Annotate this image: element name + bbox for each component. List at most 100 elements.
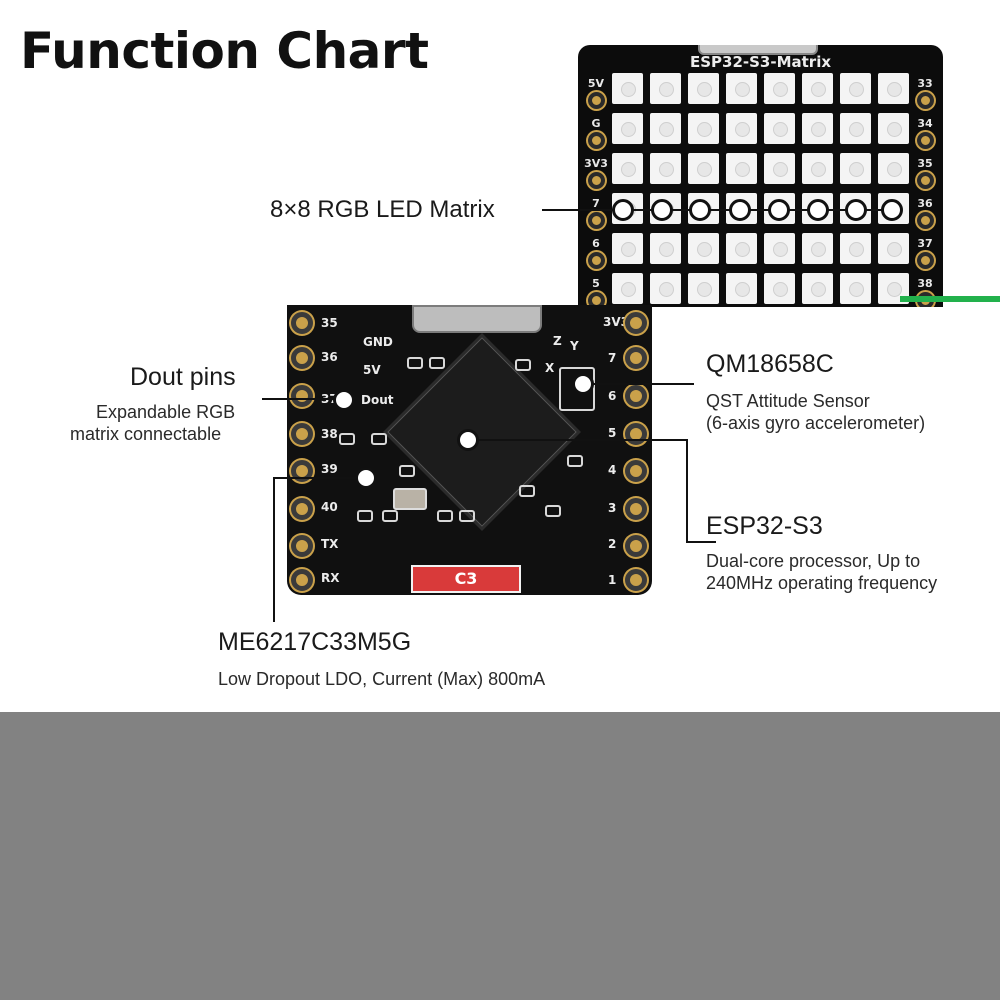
pin-label: 1 [608, 573, 617, 587]
smd-component [459, 510, 475, 522]
green-strip [900, 296, 1000, 302]
esp-callout-desc-line2: 240MHz operating frequency [706, 573, 938, 593]
pin-label: 6 [608, 389, 617, 403]
rgb-led [726, 153, 757, 184]
dout-callout-title: Dout pins [130, 363, 236, 391]
rgb-led [612, 233, 643, 264]
callout-dot-icon [807, 199, 829, 221]
top-right-pin-column: 33 34 35 36 37 38 [911, 75, 939, 307]
pin-hole-icon [291, 498, 313, 520]
callout-dot-icon [729, 199, 751, 221]
led-matrix-leader-line [542, 209, 892, 211]
dout-callout-desc-line2: matrix connectable [70, 424, 222, 444]
led-matrix-callout-title: 8×8 RGB LED Matrix [270, 196, 495, 223]
pin-label: 5V [587, 77, 605, 90]
rgb-led [726, 233, 757, 264]
pin-label: 3V3 [603, 315, 629, 329]
pin-hole-icon [625, 535, 647, 557]
ldo-callout-desc-line1: Low Dropout LDO, Current (Max) 800mA [218, 669, 546, 689]
usb-c-connector-icon [412, 305, 542, 333]
ldo-callout-title: ME6217C33M5G [218, 628, 412, 656]
pin-hole-icon [917, 252, 934, 269]
axis-x-label: X [545, 361, 555, 375]
pin-label: 3 [608, 501, 617, 515]
rgb-led-grid [612, 73, 909, 304]
rgb-led [650, 113, 681, 144]
pin-hole-icon [917, 92, 934, 109]
rgb-led [764, 73, 795, 104]
rgb-led [840, 113, 871, 144]
pin-hole-icon [588, 92, 605, 109]
pin-hole-icon [291, 460, 313, 482]
imu-sensor-chip [559, 367, 595, 411]
led-matrix-board: ESP32-S3-Matrix 5V G 3V3 7 6 5 33 34 35 … [578, 45, 943, 307]
pin-hole-icon [625, 312, 647, 334]
pin-hole-icon [588, 212, 605, 229]
rgb-led [764, 113, 795, 144]
rgb-led [764, 153, 795, 184]
rgb-led [802, 153, 833, 184]
pin-label: 35 [917, 157, 933, 170]
pin-hole-icon [625, 460, 647, 482]
rgb-led [802, 113, 833, 144]
pin-hole-icon [291, 423, 313, 445]
rgb-led [878, 153, 909, 184]
rgb-led [688, 113, 719, 144]
pin-label: 37 [917, 237, 933, 250]
callout-dot-icon [651, 199, 673, 221]
rgb-led [650, 273, 681, 304]
pin-label: 33 [917, 77, 933, 90]
pin-hole-icon [291, 569, 313, 591]
pin-label: 39 [321, 462, 338, 476]
pin-hole-icon [291, 385, 313, 407]
top-left-pin-column: 5V G 3V3 7 6 5 [582, 75, 610, 307]
pin-label: 2 [608, 537, 617, 551]
usb-c-connector-icon [698, 45, 818, 55]
esp-leader-horizontal [468, 439, 688, 441]
rgb-led [612, 113, 643, 144]
rgb-led [840, 153, 871, 184]
rgb-led [726, 113, 757, 144]
pin-hole-icon [625, 498, 647, 520]
axis-y-label: Y [570, 339, 579, 353]
pin-hole-icon [291, 347, 313, 369]
rgb-led [878, 273, 909, 304]
pin-hole-icon [588, 172, 605, 189]
rgb-led [764, 233, 795, 264]
smd-component [545, 505, 561, 517]
5v-label: 5V [363, 363, 381, 377]
rgb-led [650, 73, 681, 104]
smd-component [382, 510, 398, 522]
callout-dot-icon [768, 199, 790, 221]
rgb-led [840, 273, 871, 304]
rgb-led [688, 153, 719, 184]
callout-dot-icon [457, 429, 479, 451]
pin-label: 7 [592, 197, 600, 210]
axis-z-label: Z [553, 334, 562, 348]
callout-dot-icon [572, 373, 594, 395]
rgb-led [840, 233, 871, 264]
dout-leader-line [262, 398, 342, 400]
sensor-callout-desc-line2: (6-axis gyro accelerometer) [706, 413, 926, 433]
pin-hole-icon [917, 172, 934, 189]
pin-label: 5 [592, 277, 600, 290]
rgb-led [612, 273, 643, 304]
pin-label: 38 [917, 277, 933, 290]
dout-callout-desc-line1: Expandable RGB [96, 402, 236, 422]
gnd-label: GND [363, 335, 393, 349]
smd-component [339, 433, 355, 445]
rgb-led [840, 73, 871, 104]
pin-hole-icon [625, 347, 647, 369]
pin-hole-icon [588, 252, 605, 269]
rgb-led [688, 273, 719, 304]
sensor-callout-desc-line1: QST Attitude Sensor [706, 391, 870, 411]
rgb-led [878, 73, 909, 104]
pin-label: 35 [321, 316, 338, 330]
esp-callout-title: ESP32-S3 [706, 512, 823, 540]
smd-component [407, 357, 423, 369]
rgb-led [802, 73, 833, 104]
esp-callout-desc-line1: Dual-core processor, Up to [706, 551, 921, 571]
smd-component [371, 433, 387, 445]
smd-component [515, 359, 531, 371]
pin-label: 36 [917, 197, 933, 210]
